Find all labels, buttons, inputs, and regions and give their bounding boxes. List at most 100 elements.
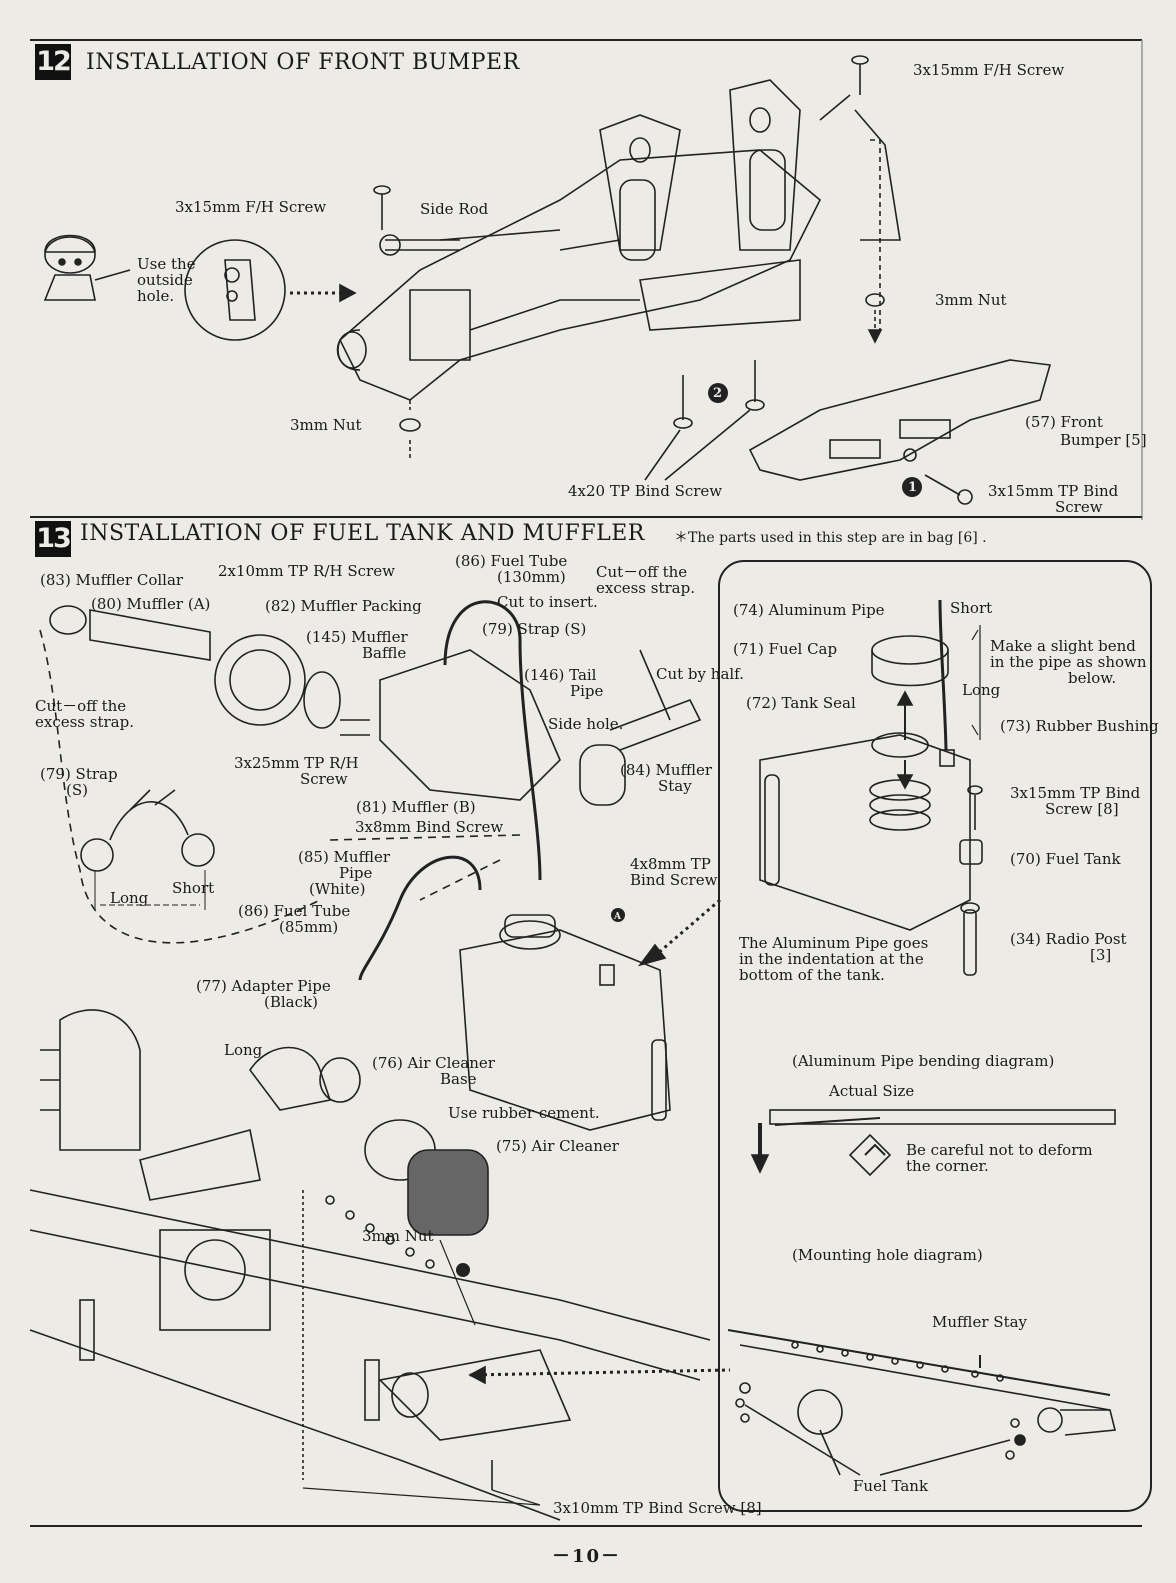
label-cut-off-left-1: Cut－off the <box>35 697 127 715</box>
label-radio-post-2: [3] <box>1090 946 1112 964</box>
label-adapter-pipe-1: (77) Adapter Pipe <box>196 977 331 995</box>
panel-tank-drawing <box>759 599 983 976</box>
label-fuel-tube-85-2: (85mm) <box>279 918 339 936</box>
muffler-drawing <box>49 605 702 806</box>
mascot-figure <box>43 234 131 301</box>
label-air-cleaner-base-2: Base <box>440 1070 477 1088</box>
label-muffler-baffle-2: Baffle <box>362 644 407 662</box>
label-use-outside-2: outside <box>137 271 193 289</box>
label-tp-bind-4x8-1: 4x8mm TP <box>630 855 711 873</box>
label-fuel-tube-130-1: (86) Fuel Tube <box>455 552 568 570</box>
marker-1: 1 <box>908 480 918 495</box>
label-mounting-diagram: (Mounting hole diagram) <box>792 1246 983 1264</box>
label-actual-size: Actual Size <box>829 1082 915 1100</box>
label-fuel-cap: (71) Fuel Cap <box>733 640 838 658</box>
label-long-left: Long <box>110 889 149 907</box>
label-bend-note-2: in the pipe as shown <box>990 653 1147 671</box>
label-air-cleaner: (75) Air Cleaner <box>496 1137 619 1155</box>
label-tp-bind-4x8-2: Bind Screw <box>630 871 718 889</box>
label-muffler-packing: (82) Muffler Packing <box>265 597 422 615</box>
step-13-note: ＊The parts used in this step are in bag … <box>674 530 987 546</box>
label-muffler-pipe-1: (85) Muffler <box>298 848 391 866</box>
label-use-outside-1: Use the <box>137 255 196 273</box>
label-nut-3mm: 3mm Nut <box>362 1227 434 1245</box>
label-front-bumper-2: Bumper [5] <box>1060 431 1147 449</box>
engine-chassis-drawing <box>29 1009 711 1521</box>
label-aluminum-pipe: (74) Aluminum Pipe <box>733 601 885 619</box>
label-careful-2: the corner. <box>906 1157 989 1175</box>
label-rh-screw-2x10: 2x10mm TP R/H Screw <box>218 562 395 580</box>
fuel-tank-drawing <box>459 914 671 1131</box>
label-tp-bind-15-1: 3x15mm TP Bind <box>988 482 1119 500</box>
label-careful-1: Be careful not to deform <box>906 1141 1093 1159</box>
label-tail-pipe-1: (146) Tail <box>524 666 597 684</box>
label-muffler-pipe-3: (White) <box>309 880 366 898</box>
label-front-bumper-1: (57) Front <box>1025 413 1103 431</box>
label-fuel-tube-85-1: (86) Fuel Tube <box>238 902 351 920</box>
label-cut-by-half: Cut by half. <box>656 665 744 683</box>
step-13-number: 13 <box>35 521 72 557</box>
label-fh-screw-top: 3x15mm F/H Screw <box>913 61 1065 79</box>
label-tp-bind-screw: 4x20 TP Bind Screw <box>568 482 723 500</box>
label-bend-note-1: Make a slight bend <box>990 637 1136 655</box>
label-tail-pipe-2: Pipe <box>570 682 604 700</box>
label-rh-screw-3x25-2: Screw <box>300 770 348 788</box>
label-cut-off-top-1: Cut－off the <box>596 563 688 581</box>
label-long-adapter: Long <box>224 1041 263 1059</box>
label-cut-to-insert: Cut to insert. <box>497 593 598 611</box>
step-12-number: 12 <box>35 44 72 80</box>
label-alum-goes-2: in the indentation at the <box>739 950 924 968</box>
marker-a-top: A <box>614 912 621 922</box>
label-adapter-pipe-2: (Black) <box>264 993 318 1011</box>
label-strap-s-left-2: (S) <box>66 781 88 799</box>
label-air-cleaner-base-1: (76) Air Cleaner <box>372 1054 495 1072</box>
label-muffler-b: (81) Muffler (B) <box>356 798 476 816</box>
detail-callout-circle <box>184 239 286 341</box>
label-alum-goes-1: The Aluminum Pipe goes <box>739 934 929 952</box>
label-muffler-a: (80) Muffler (A) <box>91 595 211 613</box>
label-bend-note-3: below. <box>1068 669 1117 687</box>
label-muffler-baffle-1: (145) Muffler <box>306 628 408 646</box>
strap-drawing <box>80 789 215 872</box>
label-cut-off-top-2: excess strap. <box>596 579 695 597</box>
label-bind-3x8: 3x8mm Bind Screw <box>355 818 504 836</box>
label-muffler-pipe-2: Pipe <box>339 864 373 882</box>
label-nut-left: 3mm Nut <box>290 416 362 434</box>
label-use-outside-3: hole. <box>137 287 175 305</box>
label-radio-post-1: (34) Radio Post <box>1010 930 1127 948</box>
step-13-title: INSTALLATION OF FUEL TANK AND MUFFLER <box>80 521 645 546</box>
label-muffler-stay-panel: Muffler Stay <box>932 1313 1028 1331</box>
label-rh-screw-3x25-1: 3x25mm TP R/H <box>234 754 359 772</box>
label-short: Short <box>950 599 993 617</box>
label-cut-off-left-2: excess strap. <box>35 713 134 731</box>
label-tank-seal: (72) Tank Seal <box>746 694 856 712</box>
label-fuel-tank: (70) Fuel Tank <box>1010 850 1121 868</box>
label-nut-right: 3mm Nut <box>935 291 1007 309</box>
fuel-tank-detail-panel <box>718 560 1152 1512</box>
label-side-hole: Side hole. <box>548 715 624 733</box>
step-12-title: INSTALLATION OF FRONT BUMPER <box>86 50 520 75</box>
label-alum-goes-3: bottom of the tank. <box>739 966 885 984</box>
air-cleaner-drawing <box>249 1046 489 1236</box>
page-number: －10－ <box>552 1546 622 1567</box>
label-strap-s-left-1: (79) Strap <box>40 765 118 783</box>
label-rubber-cement: Use rubber cement. <box>448 1104 600 1122</box>
pipe-bending-diagram <box>769 1109 1116 1125</box>
label-fuel-tube-130-2: (130mm) <box>497 568 566 586</box>
label-muffler-stay-1: (84) Muffler <box>620 761 713 779</box>
label-fh-screw-left: 3x15mm F/H Screw <box>175 198 327 216</box>
label-tp-bind-15-2: Screw <box>1055 498 1103 516</box>
marker-2: 2 <box>713 386 723 401</box>
label-rubber-bushing: (73) Rubber Bushing <box>1000 717 1159 735</box>
label-bending-diagram: (Aluminum Pipe bending diagram) <box>792 1052 1055 1070</box>
label-short-left: Short <box>172 879 215 897</box>
front-bumper-drawing <box>748 359 1052 505</box>
label-muffler-collar: (83) Muffler Collar <box>40 571 184 589</box>
label-muffler-stay-2: Stay <box>658 777 692 795</box>
label-strap-s-top: (79) Strap (S) <box>482 620 587 638</box>
label-long: Long <box>962 681 1001 699</box>
label-bind-3x10: 3x10mm TP Bind Screw [8] <box>553 1499 762 1517</box>
label-tp-bind-panel-1: 3x15mm TP Bind <box>1010 784 1141 802</box>
label-fuel-tank-bottom: Fuel Tank <box>853 1477 929 1495</box>
